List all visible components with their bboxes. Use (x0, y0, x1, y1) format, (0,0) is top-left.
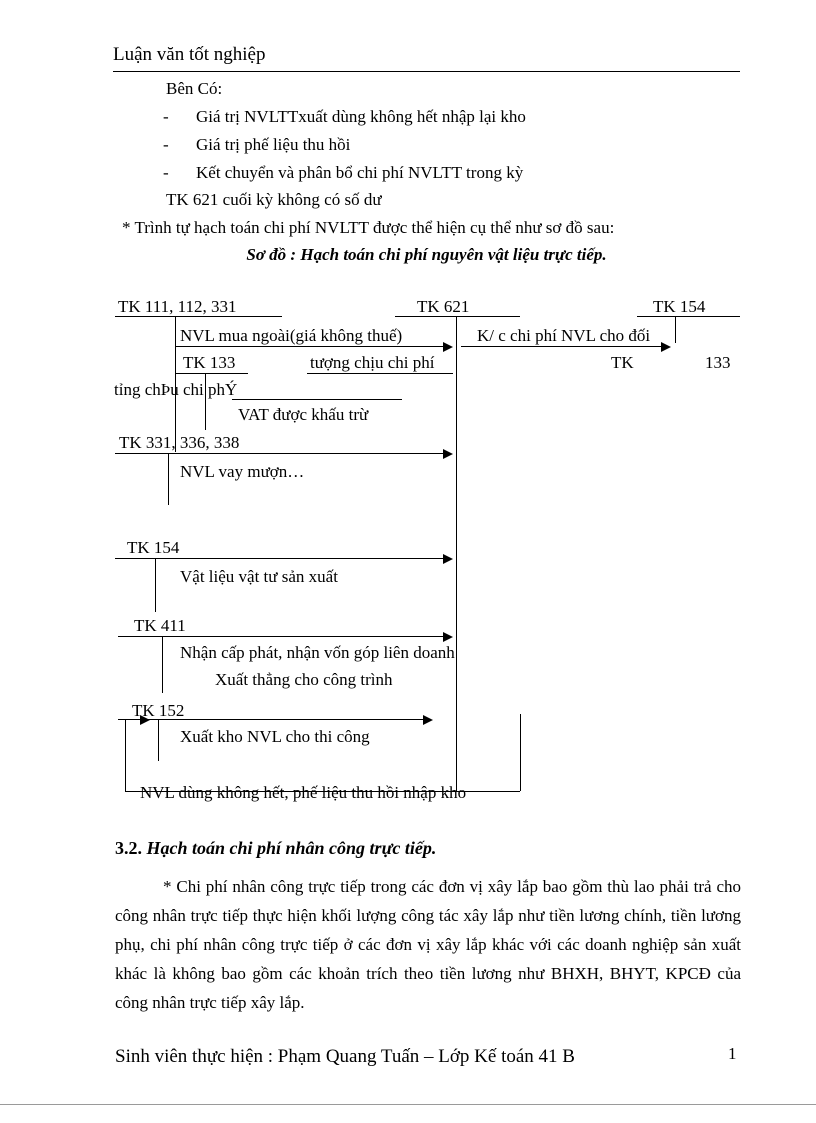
bottom-page-rule (0, 1104, 816, 1105)
diagram-title: Sơ đồ : Hạch toán chi phí nguyên vật liệ… (246, 245, 607, 264)
trinh-tu-line: * Trình tự hạch toán chi phí NVLTT được … (122, 218, 615, 237)
arrowhead-vat-lieu (443, 554, 453, 564)
flow-label-nvl-dung: NVL dùng không hết, phế liệu thu hồi nhậ… (140, 783, 467, 802)
label-tk-right2: TK (611, 353, 634, 372)
arrowhead-kc-chi-phi (661, 342, 671, 352)
arrow-line-kc-chi-phi (461, 346, 661, 347)
t-account-label-tk154-left: TK 154 (127, 538, 180, 557)
loop-bottom-line (125, 791, 520, 792)
t-account-stem-tk621 (456, 316, 457, 791)
page-title: Luận văn tốt nghiệp (113, 44, 266, 65)
t-account-label-tk133: TK 133 (183, 353, 236, 372)
section-heading: 3.2. Hạch toán chi phí nhân công trực ti… (115, 838, 436, 859)
loop-left-line (125, 719, 126, 791)
arrow-line-nhan-cap (118, 636, 443, 637)
arrow-line-nvl-mua (175, 346, 443, 347)
arrow-line-vat-lieu (115, 558, 443, 559)
t-account-line-tk133 (175, 373, 248, 374)
t-account-stem-tk133 (205, 373, 206, 430)
arrowhead-xuat-kho (423, 715, 433, 725)
flow-label-vat-lieu: Vật liệu vật tư sản xuất (180, 567, 338, 586)
t-account-stem-tk154-left (155, 558, 156, 612)
flow-label-xuat-thang: Xuất thẳng cho công trình (215, 670, 393, 689)
flow-label-nhan-cap: Nhận cấp phát, nhận vốn góp liên doanh (180, 643, 455, 662)
t-account-line-tk154-right (637, 316, 740, 317)
ben-co-label: Bên Có: (166, 79, 223, 98)
tk621-note: TK 621 cuối kỳ không có số dư (166, 190, 382, 209)
flow-label-xuat-kho: Xuất kho NVL cho thi công (180, 727, 370, 746)
section-heading-number: 3.2. (115, 838, 142, 858)
arrowhead-nvl-mua (443, 342, 453, 352)
header-rule (113, 71, 740, 72)
arrowhead-loop-return (140, 715, 150, 725)
bullet-marker-1: - (163, 107, 169, 126)
flow-label-tuong-chiu: tượng chịu chi phí (310, 353, 435, 372)
section-heading-text: Hạch toán chi phí nhân công trực tiếp. (146, 838, 437, 858)
arrowhead-nvl-vay (443, 449, 453, 459)
flow-label-nvl-vay: NVL vay mượn… (180, 462, 305, 481)
arrow-line-xuat-kho (118, 719, 423, 720)
t-account-label-tk331: TK 331, 336, 338 (119, 433, 240, 452)
underline-tuong-chiu (307, 373, 453, 374)
t-account-label-tk621: TK 621 (417, 297, 470, 316)
flow-label-nvl-mua: NVL mua ngoài(giá không thuế) (180, 326, 403, 345)
section-paragraph: * Chi phí nhân công trực tiếp trong các … (115, 877, 741, 1012)
arrowhead-nhan-cap (443, 632, 453, 642)
footer-author-line: Sinh viên thực hiện : Phạm Quang Tuấn – … (115, 1046, 575, 1067)
bullet-marker-2: - (163, 135, 169, 154)
footer-page-number: 1 (728, 1044, 737, 1063)
flow-label-kc-chi-phi: K/ c chi phí NVL cho đối (477, 326, 651, 345)
bullet-item-1: Giá trị NVLTTxuất dùng không hết nhập lạ… (196, 107, 526, 126)
t-account-line-tk111 (115, 316, 282, 317)
t-account-stem-tk154-right (675, 316, 676, 343)
t-account-stem-tk111 (175, 316, 176, 452)
loop-right-line (520, 714, 521, 791)
flow-label-vat: VAT được khấu trừ (238, 405, 369, 424)
label-133-right2: 133 (705, 353, 731, 372)
arrow-line-nvl-vay (115, 453, 443, 454)
t-account-line-tk621 (395, 316, 520, 317)
t-account-stem-tk331 (168, 453, 169, 505)
line-vat (232, 399, 402, 400)
t-account-label-tk411: TK 411 (134, 616, 186, 635)
bullet-item-2: Giá trị phế liệu thu hồi (196, 135, 351, 154)
t-account-stem-tk411 (162, 636, 163, 693)
t-account-label-tk111: TK 111, 112, 331 (118, 297, 237, 316)
bullet-item-3: Kết chuyển và phân bổ chi phí NVLTT tron… (196, 163, 524, 182)
flow-label-garbled: tỉng chÞu chi phÝ (114, 380, 238, 399)
t-account-stem-tk152 (158, 719, 159, 761)
t-account-label-tk154-right: TK 154 (653, 297, 706, 316)
bullet-marker-3: - (163, 163, 169, 182)
